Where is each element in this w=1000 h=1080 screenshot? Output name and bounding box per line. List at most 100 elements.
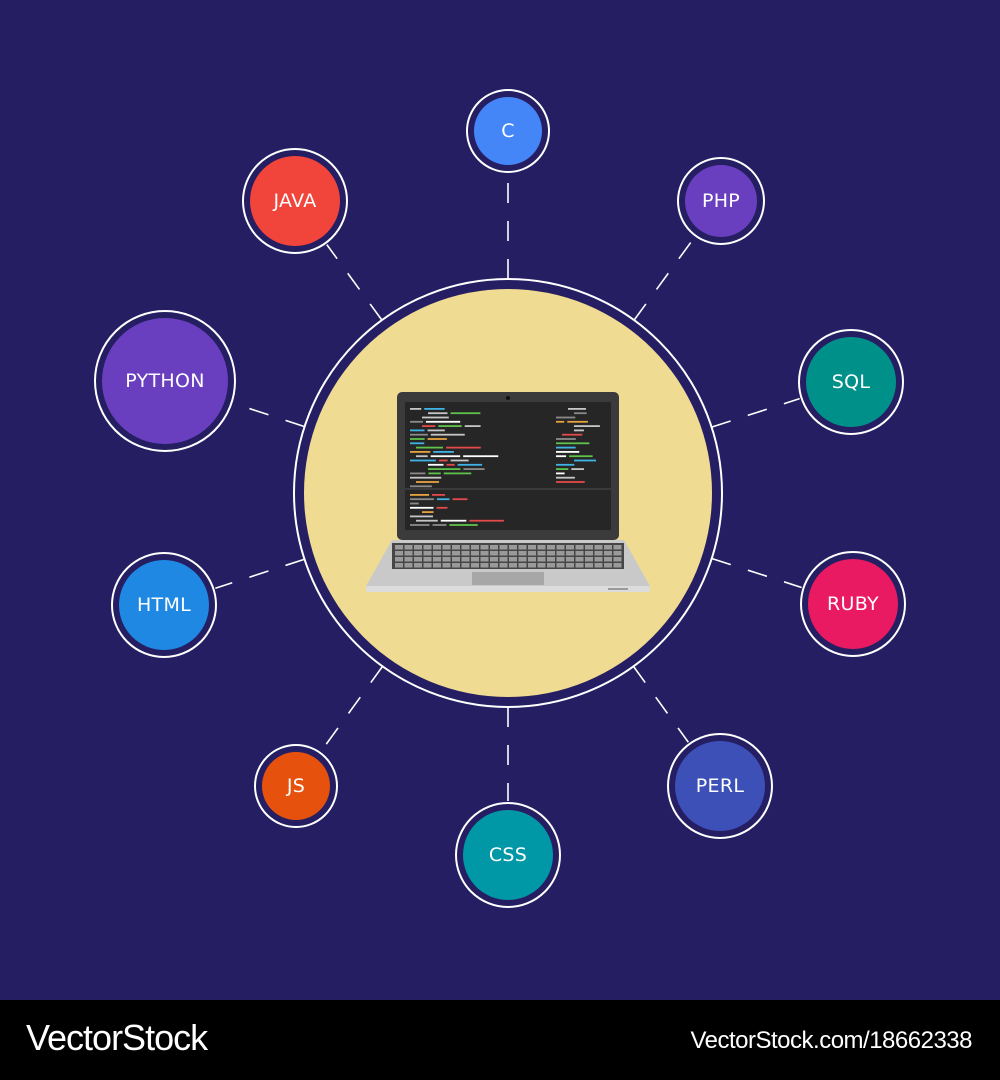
keyboard-key [575, 545, 584, 550]
code-segment [440, 519, 467, 522]
keyboard-key [452, 557, 460, 562]
keyboard-key [518, 545, 527, 550]
keyboard-key [452, 563, 460, 568]
code-segment [424, 408, 445, 410]
brand-logo: VectorStock [26, 1017, 208, 1058]
node-css [455, 802, 561, 908]
code-segment [556, 463, 575, 466]
keyboard-key [518, 557, 527, 562]
code-segment [416, 455, 428, 458]
code-segment [422, 416, 449, 419]
keyboard-key [452, 545, 460, 550]
code-segment [428, 472, 441, 475]
connector-lines [215, 174, 802, 801]
keyboard-key [414, 563, 422, 568]
keyboard-key [566, 545, 574, 550]
keyboard-key [566, 563, 574, 568]
keyboard-key [395, 545, 403, 550]
keyboard-key [395, 563, 403, 568]
code-segment [410, 524, 430, 526]
keyboard-key [537, 563, 546, 568]
keyboard-key [423, 545, 432, 550]
keyboard-key [404, 557, 413, 562]
code-segment [428, 468, 461, 470]
keyboard-key [433, 557, 441, 562]
code-segment [410, 506, 434, 509]
keyboard-key [585, 563, 593, 568]
connector-php [633, 236, 696, 321]
keyboard-key [433, 545, 441, 550]
node-html-disc [119, 560, 209, 650]
laptop-icon [366, 392, 650, 592]
watermark-url: VectorStock.com/18662338 [690, 1027, 972, 1054]
code-segment [556, 481, 585, 483]
language-diagram [94, 89, 906, 908]
keyboard-key [613, 545, 622, 550]
code-segment [436, 506, 448, 509]
keyboard-key [433, 551, 441, 556]
keyboard-key [423, 557, 432, 562]
code-segment [446, 463, 455, 466]
keyboard-key [566, 557, 574, 562]
keyboard-key [442, 545, 451, 550]
keyboard-key [537, 545, 546, 550]
keyboard-key [461, 563, 470, 568]
keyboard-key [442, 551, 451, 556]
code-segment [410, 485, 432, 488]
code-segment [432, 524, 447, 526]
keyboard-key [528, 551, 536, 556]
code-segment [410, 472, 426, 475]
keyboard-key [604, 563, 612, 568]
laptop-camera [506, 396, 510, 400]
keyboard-key [585, 551, 593, 556]
keyboard-key [499, 545, 508, 550]
keyboard-key [480, 563, 489, 568]
connector-perl [632, 665, 689, 743]
keyboard-key [613, 551, 622, 556]
code-segment [556, 446, 576, 449]
keyboard-key [556, 563, 565, 568]
keyboard-key [480, 557, 489, 562]
code-lines [410, 408, 600, 526]
code-segment [463, 455, 499, 458]
keyboard-key [518, 551, 527, 556]
code-segment [422, 425, 436, 427]
language-nodes [94, 89, 906, 908]
connector-sql [711, 397, 800, 428]
node-html [111, 552, 217, 658]
code-segment [416, 519, 438, 522]
code-segment [410, 494, 430, 496]
keyboard-key [433, 563, 441, 568]
keyboard-key [556, 545, 565, 550]
keyboard-key [547, 563, 555, 568]
node-python [94, 310, 236, 452]
code-segment [556, 451, 580, 453]
node-sql [798, 329, 904, 435]
code-segment [432, 494, 446, 496]
node-css-disc [463, 810, 553, 900]
keyboard-key [556, 557, 565, 562]
keyboard-key [509, 545, 517, 550]
node-ruby-disc [808, 559, 898, 649]
keyboard-key [499, 551, 508, 556]
keyboard-key [575, 551, 584, 556]
keyboard-key [461, 551, 470, 556]
code-segment [450, 412, 481, 415]
code-segment [430, 433, 465, 436]
keyboard-key [604, 557, 612, 562]
keyboard-key [414, 557, 422, 562]
node-c-disc [474, 97, 542, 165]
keyboard-key [566, 551, 574, 556]
code-segment [416, 481, 440, 483]
code-segment [410, 408, 422, 410]
keyboard-key [575, 557, 584, 562]
code-segment [422, 511, 434, 513]
code-segment [449, 524, 478, 526]
keyboard-key [547, 551, 555, 556]
node-js-disc [262, 752, 330, 820]
keyboard-key [442, 563, 451, 568]
code-segment [410, 438, 425, 440]
code-segment [446, 446, 481, 449]
code-segment [410, 498, 434, 501]
code-segment [410, 420, 423, 423]
